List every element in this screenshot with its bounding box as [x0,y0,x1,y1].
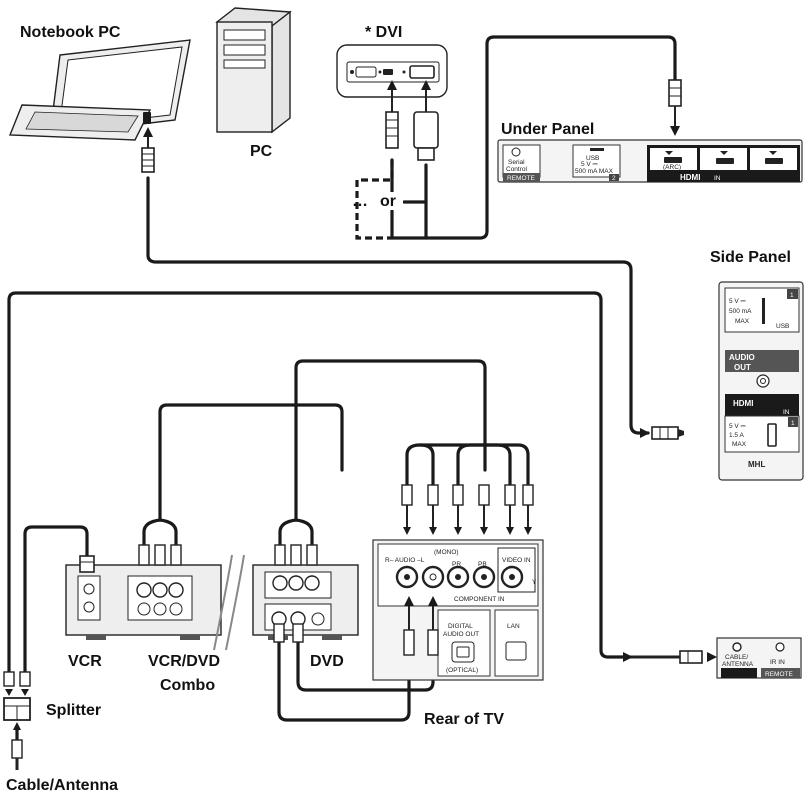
cables [7,35,677,750]
side-hdmi-plug [640,426,684,440]
dvd-label: DVD [310,653,344,670]
svg-text:(OPTICAL): (OPTICAL) [446,667,478,674]
svg-text:USB: USB [586,155,599,162]
arrow-up-icon [143,127,153,137]
pc-dvi-plug [413,80,439,161]
antenna-panel: CABLE/ ANTENNA IR IN REMOTE [716,637,802,679]
svg-text:ANTENNA: ANTENNA [722,661,754,668]
vcr-label: VCR [68,653,102,670]
svg-text:REMOTE: REMOTE [765,671,793,678]
svg-text:DIGITAL: DIGITAL [448,623,473,630]
splitter [3,671,31,770]
under-panel-label: Under Panel [501,121,594,138]
svg-text:500 mA: 500 mA [729,308,752,315]
arrow-down-icon [670,126,680,136]
dvd [252,564,359,640]
svg-text:2: 2 [612,175,616,182]
side-panel: 5 V ⎓ 500 mA MAX USB 1 AUDIO OUT HDMI IN… [718,281,804,481]
svg-text:(MONO): (MONO) [434,549,459,556]
cable-dvi-alternative [355,160,394,240]
notebook-pc [8,39,191,141]
svg-text:MAX: MAX [732,441,747,448]
splitter-label: Splitter [46,702,101,719]
dvi-label: * DVI [365,24,402,41]
vcr-dvd-combo-label-line2: Combo [160,677,215,694]
vcr [65,564,222,640]
cable-pc-to-hdmi4 [424,35,677,240]
cable-dvd-component-branch [278,518,314,547]
svg-text:IN: IN [714,175,721,182]
svg-text:COMPONENT IN: COMPONENT IN [454,596,505,603]
rear-of-tv-label: Rear of TV [424,711,504,728]
svg-text:1: 1 [791,420,795,427]
side-panel-label: Side Panel [710,249,791,266]
svg-text:REMOTE: REMOTE [507,175,535,182]
svg-text:VIDEO IN: VIDEO IN [502,557,531,564]
pc-hdmi-plug [385,80,399,149]
svg-text:5 V ⎓: 5 V ⎓ [581,161,598,168]
cable-dvd-component [294,359,487,522]
cable-vcr-av-branch [142,518,178,547]
pc-label: PC [250,143,273,160]
svg-text:LAN: LAN [507,623,520,630]
vcr-dvd-combo-label-line1: VCR/DVD [148,653,220,670]
hdmi4-plug [668,79,682,136]
svg-text:USB: USB [776,323,789,330]
svg-text:OUT: OUT [734,363,751,372]
svg-text:HDMI: HDMI [733,399,753,408]
cable-antenna-label: Cable/Antenna [6,777,118,794]
svg-text:AUDIO: AUDIO [729,353,755,362]
under-panel: Serial Control REMOTE USB 5 V ⎓ 500 mA M… [497,139,803,183]
desktop-pc [215,7,292,134]
svg-text:5 V ⎓: 5 V ⎓ [729,298,746,305]
cable-rear-audio-bundle [405,443,435,487]
rear-top-plugs [401,484,534,535]
cable-rear-video [418,443,530,487]
notebook-hdmi-plug [141,127,155,173]
dvd-audio-plugs [273,623,304,643]
svg-text:R– AUDIO –L: R– AUDIO –L [385,557,425,564]
vcr-rf-plug [79,555,95,573]
svg-text:MAX: MAX [735,318,750,325]
svg-text:1.5 A: 1.5 A [729,432,744,439]
svg-text:1: 1 [790,292,794,299]
hdmi-logo: HDMI [680,173,700,182]
svg-text:(ARC): (ARC) [663,164,681,171]
svg-text:Serial: Serial [508,159,525,166]
rear-tv-panel: (MONO) R– AUDIO –L PR PB VIDEO IN Y COMP… [372,539,544,681]
vcr-av-plugs [138,544,182,566]
antenna-plug [623,650,717,664]
or-dots: … [352,193,368,210]
svg-text:PR: PR [452,561,461,568]
cable-notebook-to-side-hdmi [146,176,650,435]
or-label: or [380,193,396,210]
svg-text:Y: Y [532,579,537,586]
svg-text:MHL: MHL [748,460,765,469]
combo-break [213,554,245,651]
svg-text:IN: IN [783,409,790,416]
svg-text:AUDIO OUT: AUDIO OUT [443,631,479,638]
dvd-component-plugs [274,544,318,566]
notebook-pc-label: Notebook PC [20,24,121,41]
svg-text:5 V ⎓: 5 V ⎓ [729,423,746,430]
rear-bottom-plugs [403,596,439,656]
cable-splitter-to-vcr [23,525,89,674]
svg-text:500 mA MAX: 500 mA MAX [575,168,614,175]
svg-text:CABLE/: CABLE/ [725,654,748,661]
svg-text:IR IN: IR IN [770,659,785,666]
cable-dvd-audio-r [296,638,435,692]
cable-vcr-av [158,403,344,522]
cable-dvd-audio [277,638,411,722]
cable-vcr-to-antenna [7,291,625,674]
svg-text:Control: Control [506,166,528,173]
svg-text:PB: PB [478,561,487,568]
